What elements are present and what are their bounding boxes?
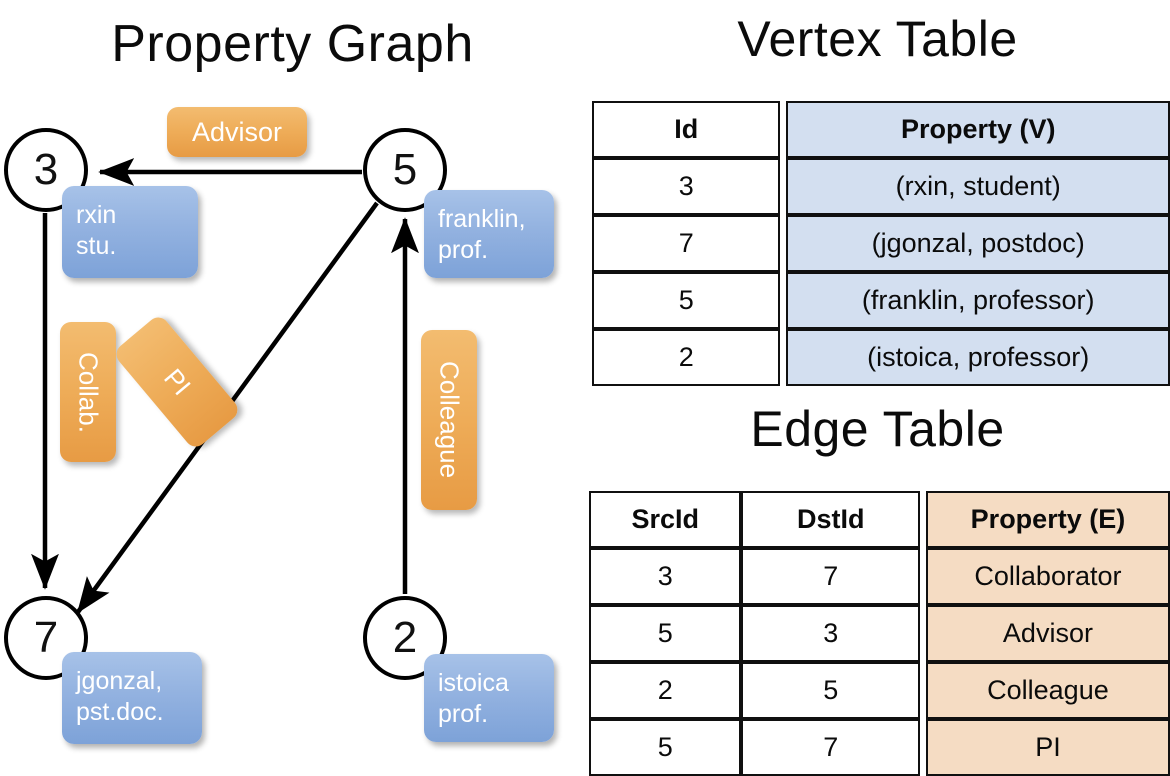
edge-table-cell-dstid: 3 <box>741 605 921 662</box>
property-graph-diagram: 3 5 7 2 rxin stu. franklin, prof. jgonza… <box>0 0 585 760</box>
vertex-table-cell-id: 2 <box>592 329 781 386</box>
vertex-property-box-3-line1: rxin <box>76 201 117 229</box>
page-title-property-graph: Property Graph <box>111 15 474 73</box>
edge-table-header-srcid: SrcId <box>589 491 742 548</box>
edge-table-cell-property: PI <box>925 719 1170 776</box>
vertex-property-box-3: rxin stu. <box>62 186 198 278</box>
vertex-property-box-5-line1: franklin, <box>438 205 526 233</box>
vertex-table-cell-property: (jgonzal, postdoc) <box>786 215 1170 272</box>
table-row: 2 5 Colleague <box>589 662 1170 719</box>
table-header-row: Id Property (V) <box>592 101 1170 158</box>
vertex-table-cell-id: 5 <box>592 272 781 329</box>
edge-table-cell-srcid: 5 <box>589 605 742 662</box>
vertex-property-box-2: istoica prof. <box>424 654 554 742</box>
edge-table-cell-dstid: 7 <box>741 548 921 605</box>
graph-node-3-label: 3 <box>33 145 59 194</box>
edge-table-header-dstid: DstId <box>741 491 921 548</box>
edge-table-cell-property: Collaborator <box>925 548 1170 605</box>
vertex-property-box-5-line2: prof. <box>438 236 489 264</box>
vertex-property-box-2-line2: prof. <box>438 700 489 728</box>
table-row: 3 7 Collaborator <box>589 548 1170 605</box>
graph-node-2[interactable]: 2 <box>363 596 447 680</box>
edge-table-cell-dstid: 5 <box>741 662 921 719</box>
edge-table: SrcId DstId Property (E) 3 7 Collaborato… <box>589 491 1170 776</box>
edge-table-cell-dstid: 7 <box>741 719 921 776</box>
vertex-table-cell-property: (istoica, professor) <box>786 329 1170 386</box>
vertex-table: Id Property (V) 3 (rxin, student) 7 (jgo… <box>592 101 1170 386</box>
edge-label-pi: PI <box>157 362 197 401</box>
edge-table-cell-property: Colleague <box>925 662 1170 719</box>
table-row: 5 (franklin, professor) <box>592 272 1170 329</box>
vertex-property-box-5: franklin, prof. <box>424 190 554 278</box>
vertex-table-cell-id: 7 <box>592 215 781 272</box>
edge-table-cell-srcid: 3 <box>589 548 742 605</box>
table-row: 5 7 PI <box>589 719 1170 776</box>
vertex-table-cell-id: 3 <box>592 158 781 215</box>
edge-label-colleague: Colleague <box>434 361 465 479</box>
table-header-row: SrcId DstId Property (E) <box>589 491 1170 548</box>
edge-label-collab: Collab. <box>73 351 104 433</box>
vertex-table-cell-property: (franklin, professor) <box>786 272 1170 329</box>
table-row: 5 3 Advisor <box>589 605 1170 662</box>
table-row: 2 (istoica, professor) <box>592 329 1170 386</box>
edge-table-cell-property: Advisor <box>925 605 1170 662</box>
vertex-table-header-property: Property (V) <box>786 101 1170 158</box>
edge-label-box-colleague: Colleague <box>421 330 477 510</box>
edge-table-cell-srcid: 2 <box>589 662 742 719</box>
vertex-property-box-3-line2: stu. <box>76 232 117 260</box>
vertex-property-box-7: jgonzal, pst.doc. <box>62 652 202 744</box>
page-title-edge-table: Edge Table <box>750 401 1005 457</box>
graph-node-2-label: 2 <box>392 613 418 662</box>
table-row: 7 (jgonzal, postdoc) <box>592 215 1170 272</box>
edge-label-advisor: Advisor <box>191 116 283 147</box>
vertex-property-box-7-line2: pst.doc. <box>76 698 164 726</box>
graph-node-5[interactable]: 5 <box>363 128 447 212</box>
edge-label-box-collab: Collab. <box>60 322 116 462</box>
edge-label-box-advisor: Advisor <box>167 107 307 157</box>
table-row: 3 (rxin, student) <box>592 158 1170 215</box>
edge-table-cell-srcid: 5 <box>589 719 742 776</box>
vertex-table-cell-property: (rxin, student) <box>786 158 1170 215</box>
page-title-vertex-table: Vertex Table <box>737 11 1018 67</box>
graph-node-7-label: 7 <box>33 613 59 662</box>
vertex-table-header-id: Id <box>592 101 781 158</box>
edge-table-header-property: Property (E) <box>925 491 1170 548</box>
vertex-property-box-7-line1: jgonzal, <box>76 667 163 695</box>
graph-node-5-label: 5 <box>392 145 418 194</box>
vertex-property-box-2-line1: istoica <box>438 669 509 697</box>
